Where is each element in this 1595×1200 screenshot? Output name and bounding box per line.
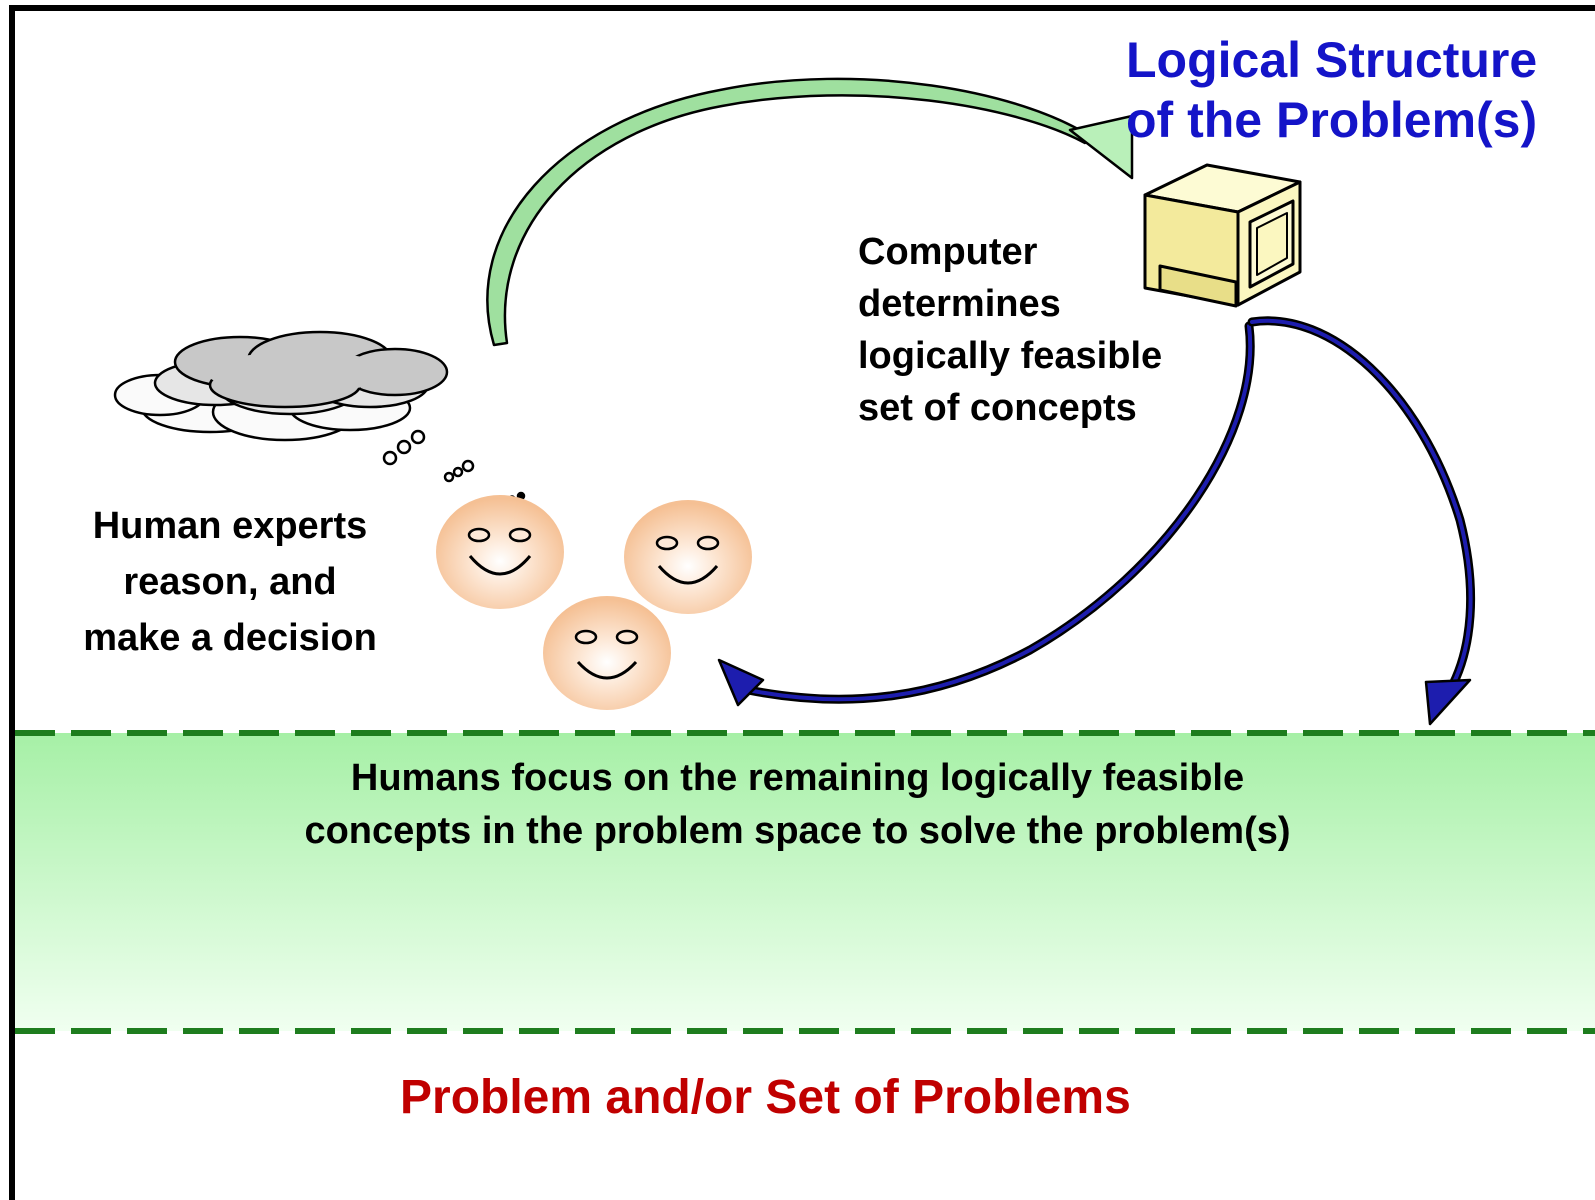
- title-line: Logical Structure: [1126, 32, 1538, 88]
- computer-icon: [1143, 163, 1302, 308]
- computer-label-line: logically feasible: [858, 335, 1163, 377]
- computer-label-line: determines: [858, 283, 1061, 325]
- smiley-face-icon: [624, 500, 752, 614]
- focus-label-line: Humans focus on the remaining logically …: [350, 757, 1245, 799]
- frame-border: [9, 5, 1595, 1200]
- green-arrow-to-computer: [486, 77, 1134, 347]
- thought-cloud-icon: [113, 330, 526, 505]
- human-label-line: make a decision: [83, 617, 377, 659]
- computer-label: Computer determines logically feasible s…: [858, 226, 1162, 434]
- feasible-concepts-band: [15, 733, 1595, 1031]
- title-line: of the Problem(s): [1126, 92, 1538, 148]
- smiley-face-icon: [543, 596, 671, 710]
- computer-label-line: Computer: [858, 231, 1038, 273]
- blue-arrow-to-humans: [717, 321, 1255, 707]
- blue-arrow-to-band: [1247, 316, 1476, 726]
- computer-label-line: set of concepts: [858, 387, 1137, 429]
- problem-set-label: Problem and/or Set of Problems: [400, 1071, 1131, 1124]
- human-label-line: Human experts: [92, 505, 368, 547]
- focus-band-label: Humans focus on the remaining logically …: [0, 752, 1595, 858]
- smiley-face-icon: [436, 495, 564, 609]
- human-label-line: reason, and: [123, 561, 337, 603]
- human-experts-label: Human experts reason, and make a decisio…: [30, 498, 430, 666]
- focus-label-line: concepts in the problem space to solve t…: [304, 810, 1291, 852]
- logical-structure-title: Logical Structure of the Problem(s): [1126, 30, 1537, 150]
